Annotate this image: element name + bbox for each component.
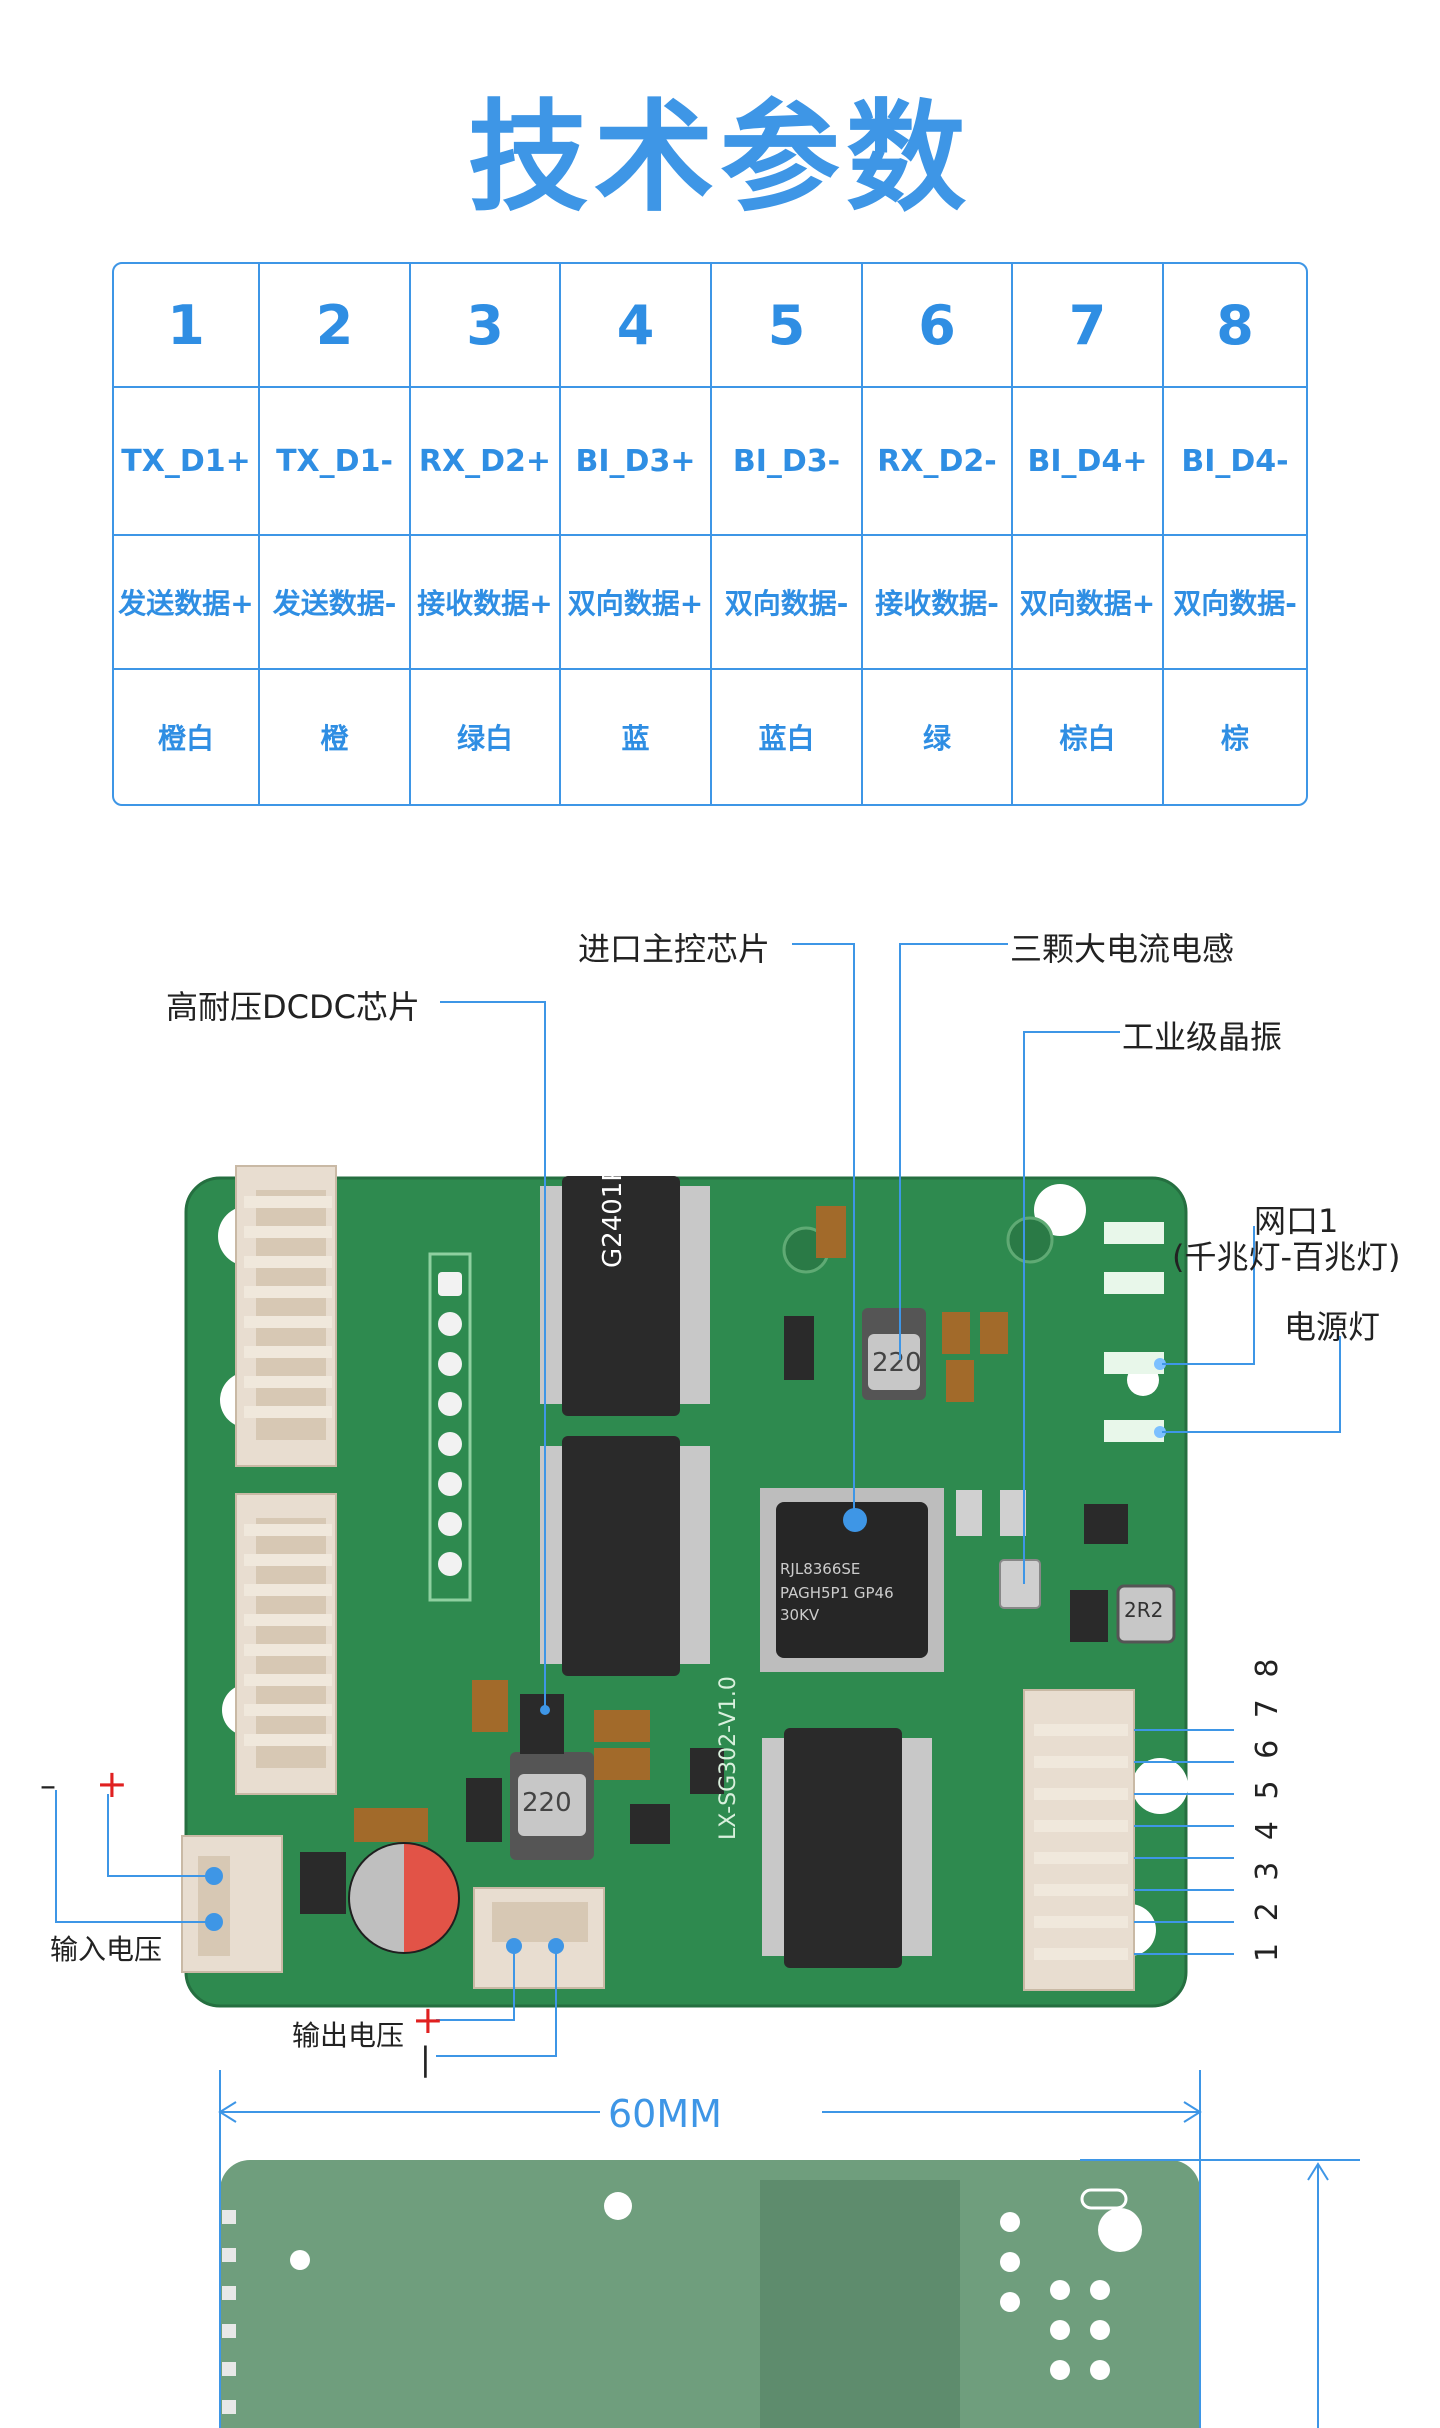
ic-small [520,1694,564,1754]
pin-function: 发送数据+ [114,536,260,670]
main-chip-label-3: 30KV [780,1606,820,1624]
pin-number: 8 [1164,264,1306,388]
mounting-hole [1132,1758,1188,1814]
pin-number: 4 [561,264,712,388]
callout-input-voltage: 输入电压 [50,1933,163,1966]
rj-pin-numbers: 1 2 3 4 5 6 7 8 [1250,1652,1285,1962]
pin-signal: BI_D4- [1164,388,1306,536]
pin-signal: TX_D1- [260,388,411,536]
dimension-width: 60MM [608,2092,722,2136]
wire-color: 橙白 [114,670,260,804]
callout-power-led: 电源灯 [1284,1308,1381,1346]
pin-function: 接收数据- [863,536,1013,670]
pin-signal: RX_D2- [863,388,1013,536]
wire-color: 棕白 [1013,670,1164,804]
pin-function: 接收数据+ [411,536,561,670]
pin-signal: BI_D4+ [1013,388,1164,536]
pin-signal: BI_D3+ [561,388,712,536]
connector-left-bottom [235,1493,337,1795]
pin-number: 3 [411,264,561,388]
wire-color: 绿白 [411,670,561,804]
callout-main-chip: 进口主控芯片 [578,930,771,968]
pin-signal-row: TX_D1+ TX_D1- RX_D2+ BI_D3+ BI_D3- RX_D2… [114,388,1306,536]
main-chip-label-2: PAGH5P1 GP46 [780,1584,894,1602]
crystal-oscillator [999,1559,1041,1609]
pin-number: 1 [114,264,260,388]
callout-crystal: 工业级晶振 [1122,1018,1283,1056]
wire-color-row: 橙白 橙 绿白 蓝 蓝白 绿 棕白 棕 [114,670,1306,804]
pin-signal: TX_D1+ [114,388,260,536]
inductor-mid [510,1752,594,1860]
wire-color: 橙 [260,670,411,804]
pin-number: 6 [863,264,1013,388]
output-minus-sign: | [420,2040,431,2078]
output-plus-sign: + [412,1998,444,2042]
main-controller-chip [760,1488,944,1672]
page-title: 技术参数 [468,89,972,228]
electrolytic-capacitor [348,1842,460,1954]
pin-function-row: 发送数据+ 发送数据- 接收数据+ 双向数据+ 双向数据- 接收数据- 双向数据… [114,536,1306,670]
callout-inductors: 三颗大电流电感 [1010,930,1235,968]
pin-number: 7 [1013,264,1164,388]
pin-number-row: 1 2 3 4 5 6 7 8 [114,264,1306,388]
diode-d2 [300,1852,346,1914]
pin-signal: BI_D3- [712,388,863,536]
inductor-2r2-label: 2R2 [1124,1598,1164,1622]
input-minus-sign: – [40,1766,56,1804]
connector-left-top [235,1165,337,1467]
pin-function: 双向数据- [712,536,863,670]
transformer-dxfrm1 [540,1436,710,1676]
callout-port-led: 网口1 [1254,1202,1339,1240]
input-plus-sign: + [96,1762,128,1806]
wire-color: 蓝 [561,670,712,804]
pin-function: 双向数据+ [561,536,712,670]
transformer-dxfrm2 [540,1176,710,1416]
chip-label: G2401PR [598,1147,628,1268]
pin-function: 发送数据- [260,536,411,670]
board-silk-label: LX-SG302-V1.0 [716,1676,741,1840]
pin-function: 双向数据- [1164,536,1306,670]
pin-number: 2 [260,264,411,388]
callout-output-voltage: 输出电压 [292,2019,405,2052]
diode-d10 [466,1778,502,1842]
main-chip-label-1: RJL8366SE [780,1560,861,1578]
inductor-right [1116,1584,1176,1644]
inductor-value-label-2: 220 [522,1788,572,1818]
callout-port-led-sub: (千兆灯-百兆灯) [1172,1238,1401,1276]
pin-number: 5 [712,264,863,388]
capacitor-c1 [354,1808,428,1842]
connector-input [181,1835,283,1973]
pin-signal: RX_D2+ [411,388,561,536]
wire-color: 绿 [863,670,1013,804]
wire-color: 棕 [1220,722,1249,755]
pin-definition-table: 1 2 3 4 5 6 7 8 TX_D1+ TX_D1- RX_D2+ BI_… [112,262,1308,806]
wire-color: 蓝白 [712,670,863,804]
callout-dcdc-chip: 高耐压DCDC芯片 [166,988,420,1026]
connector-rj-right [1023,1689,1135,1991]
connector-output [473,1887,605,1989]
pin-function: 双向数据+ [1013,536,1164,670]
transformer-dxfrm3 [762,1728,932,1968]
inductor-value-label: 220 [872,1348,922,1378]
